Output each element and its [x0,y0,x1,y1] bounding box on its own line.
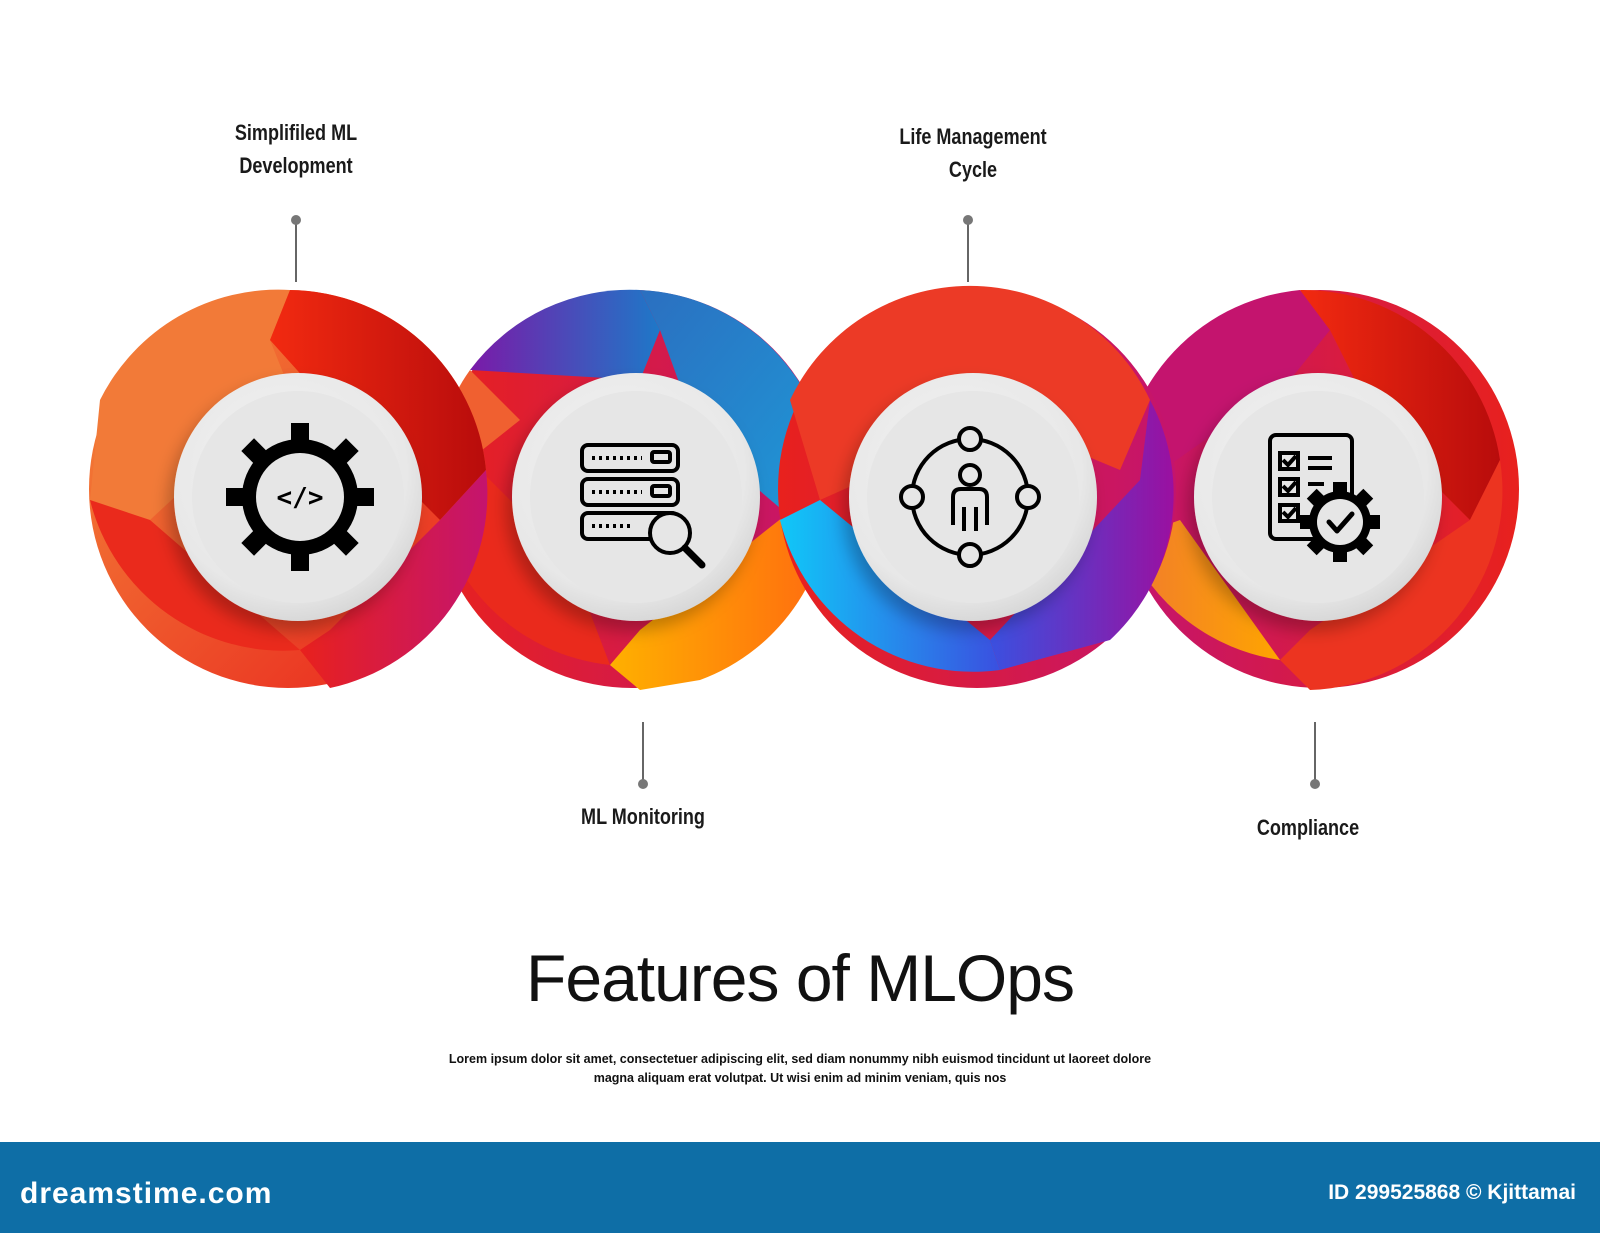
connector-4 [1310,722,1320,789]
feature-label-1: Simplifiled ML Development [214,116,378,182]
disc-2 [512,373,760,621]
footer-image-id: ID 299525868 © Kjittamai [1328,1181,1576,1204]
feature-label-4-line-1: Compliance [1256,815,1360,840]
description-line-1: Lorem ipsum dolor sit amet, consectetuer… [448,1052,1152,1066]
server-search-icon [580,443,706,569]
person-cycle-icon [899,426,1041,568]
disc-3 [849,373,1097,621]
feature-label-1-line-2: Development [239,153,353,178]
page-title: Features of MLOps [526,941,1075,1015]
footer-bar [0,1142,1600,1233]
connector-2 [638,722,648,789]
footer-brand: dreamstime.com [20,1177,273,1210]
description-line-2: magna aliquam erat volutpat. Ut wisi eni… [593,1071,1007,1085]
feature-label-3-line-1: Life Management [899,124,1047,149]
svg-text:</>: </> [277,483,324,513]
description: Lorem ipsum dolor sit amet, consectetuer… [380,1050,1220,1088]
connector-3 [963,215,973,282]
feature-label-3-line-2: Cycle [948,157,998,182]
feature-label-4: Compliance [1226,811,1390,844]
connector-1 [291,215,301,282]
feature-label-1-line-1: Simplifiled ML [234,120,358,145]
feature-label-2: ML Monitoring [561,800,725,833]
feature-label-2-line-1: ML Monitoring [581,804,705,829]
feature-label-3: Life Management Cycle [871,120,1076,186]
gear-code-icon: </> [226,423,374,571]
